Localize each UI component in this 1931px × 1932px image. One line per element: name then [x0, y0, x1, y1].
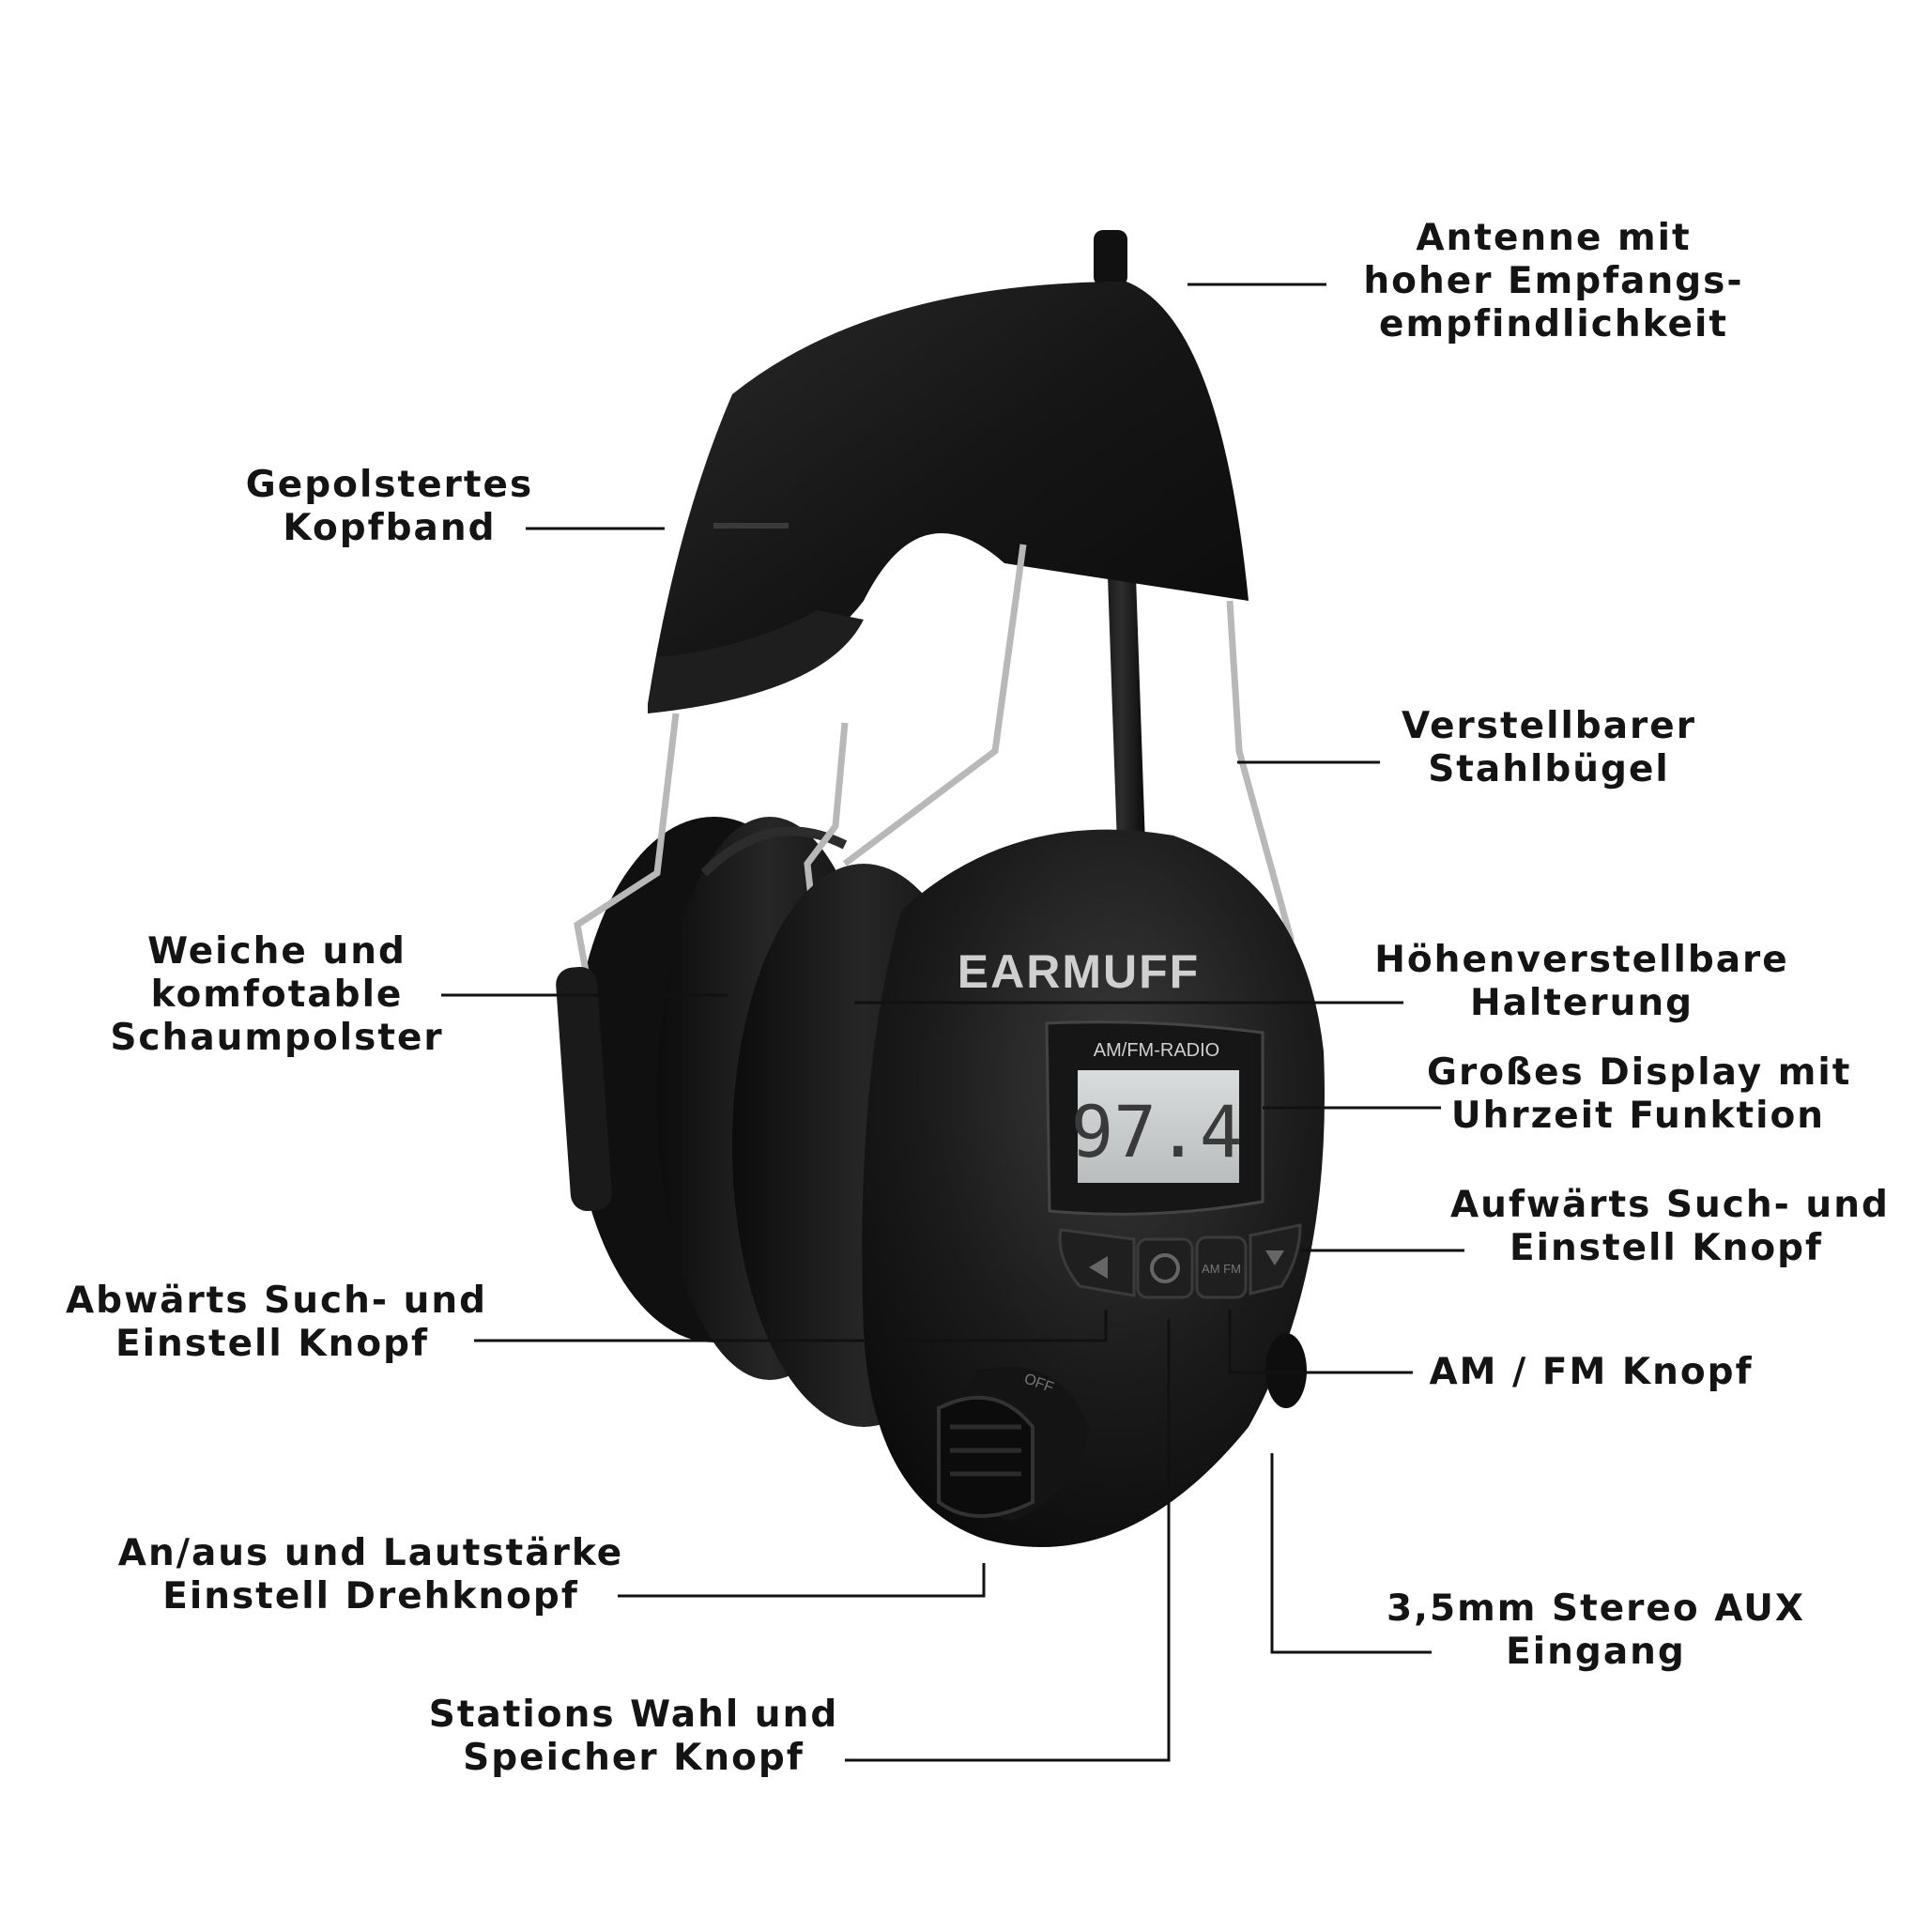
- callout-station-memory-line-1: Stations Wahl und: [428, 1694, 839, 1736]
- callout-height-holder-line-1: Höhenverstellbare: [1374, 939, 1789, 981]
- callout-seek-up-line-2: Einstell Knopf: [1509, 1227, 1824, 1269]
- padded-headband: [648, 282, 1249, 713]
- seek-down-icon: [1089, 1256, 1108, 1279]
- line-station-memory: [845, 1319, 1171, 1762]
- brand-logo: EARMUFF: [958, 945, 1200, 998]
- radio-display: AM/FM-RADIO 97.4: [1045, 1020, 1264, 1216]
- callout-seek-up: Aufwärts Such- und Einstell Knopf: [1450, 1184, 1890, 1270]
- callout-aux-input-line-1: 3,5mm Stereo AUX: [1387, 1587, 1805, 1630]
- callout-antenna-line-3: empfindlichkeit: [1379, 303, 1728, 345]
- callout-lines: [441, 283, 1464, 1762]
- callout-display-line-1: Großes Display mit: [1427, 1051, 1852, 1094]
- control-buttons: AM FM: [1058, 1223, 1302, 1299]
- callout-aux-input: 3,5mm Stereo AUX Eingang: [1380, 1587, 1812, 1674]
- volume-knob[interactable]: OFF: [937, 1367, 1089, 1521]
- callout-height-holder: Höhenverstellbare Halterung: [1366, 939, 1798, 1025]
- circle-icon: [1150, 1253, 1180, 1283]
- callout-headband: Gepolstertes Kopfband: [235, 464, 544, 550]
- callout-foam-cushion-line-2: komfotable: [150, 974, 404, 1016]
- callout-volume-knob-line-2: Einstell Drehknopf: [162, 1575, 579, 1618]
- callout-volume-knob-line-1: An/aus und Lautstärke: [117, 1532, 624, 1574]
- callout-foam-cushion-line-3: Schaumpolster: [110, 1017, 444, 1059]
- callout-station-memory-line-2: Speicher Knopf: [463, 1737, 805, 1779]
- display-band-label: AM/FM-RADIO: [1094, 1040, 1219, 1061]
- callout-am-fm: AM / FM Knopf: [1418, 1351, 1765, 1394]
- am-fm-button-text: AM FM: [1202, 1262, 1241, 1276]
- callout-steel-bracket-line-2: Stahlbügel: [1428, 748, 1670, 790]
- callout-volume-knob: An/aus und Lautstärke Einstell Drehknopf: [117, 1532, 624, 1618]
- callout-foam-cushion: Weiche und komfotable Schaumpolster: [103, 930, 451, 1060]
- callout-display: Großes Display mit Uhrzeit Funktion: [1427, 1051, 1849, 1138]
- callout-seek-down-line-1: Abwärts Such- und: [66, 1280, 488, 1322]
- callout-antenna-line-2: hoher Empfangs-: [1363, 260, 1744, 302]
- callout-antenna-line-1: Antenne mit: [1416, 217, 1692, 259]
- callout-foam-cushion-line-1: Weiche und: [147, 930, 406, 973]
- callout-headband-line-2: Kopfband: [283, 507, 497, 549]
- callout-am-fm-line-1: AM / FM Knopf: [1429, 1351, 1754, 1393]
- aux-jack: [1265, 1333, 1307, 1408]
- callout-seek-down-line-2: Einstell Knopf: [115, 1323, 430, 1365]
- am-fm-button[interactable]: [1195, 1235, 1248, 1299]
- callout-seek-down: Abwärts Such- und Einstell Knopf: [66, 1280, 488, 1366]
- callout-steel-bracket-line-1: Verstellbarer: [1402, 705, 1696, 747]
- line-seek-down: [474, 1310, 1108, 1342]
- display-frequency: 97.4: [1070, 1090, 1242, 1173]
- callout-headband-line-1: Gepolstertes: [245, 464, 534, 506]
- line-am-fm: [1228, 1310, 1413, 1374]
- callout-seek-up-line-1: Aufwärts Such- und: [1450, 1184, 1890, 1226]
- callout-height-holder-line-2: Halterung: [1469, 982, 1694, 1024]
- callout-antenna: Antenne mit hoher Empfangs- empfindlichk…: [1328, 217, 1779, 346]
- callout-steel-bracket: Verstellbarer Stahlbügel: [1380, 705, 1718, 791]
- station-memory-button[interactable]: [1136, 1237, 1194, 1299]
- callout-station-memory: Stations Wahl und Speicher Knopf: [427, 1694, 840, 1780]
- callout-aux-input-line-2: Eingang: [1506, 1631, 1686, 1673]
- line-volume-knob: [618, 1563, 986, 1598]
- seek-up-icon: [1265, 1250, 1284, 1265]
- line-aux-input: [1270, 1453, 1432, 1654]
- callout-display-line-2: Uhrzeit Funktion: [1450, 1095, 1826, 1137]
